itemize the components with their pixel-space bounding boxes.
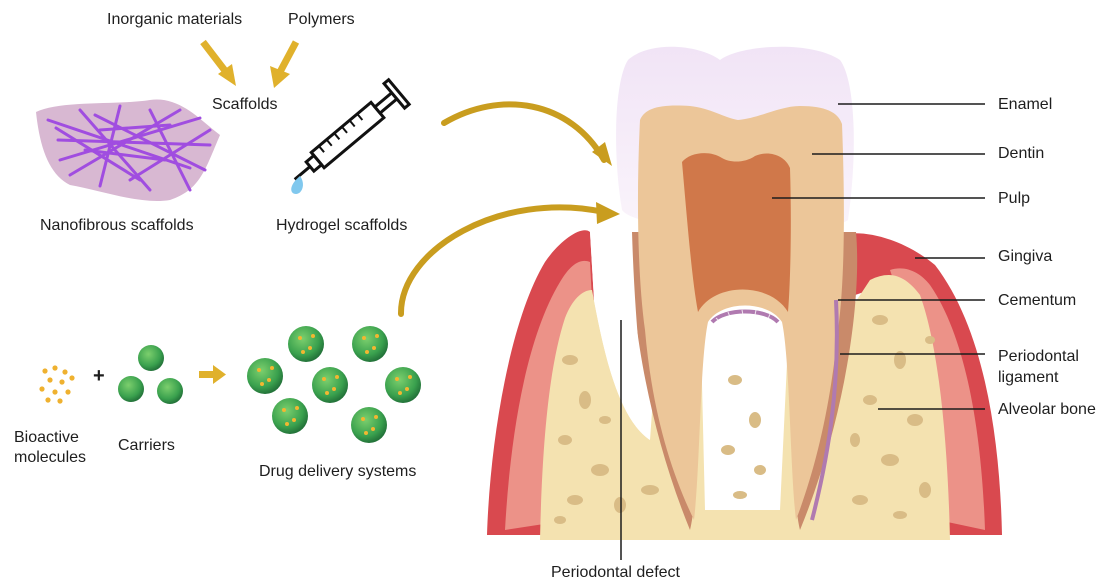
label-ligament-line2: ligament <box>998 368 1058 388</box>
curved-arrow-scaffolds-to-tooth <box>444 104 604 160</box>
label-periodontal-line1: Periodontal <box>998 347 1079 367</box>
label-nanofibrous-scaffolds: Nanofibrous scaffolds <box>40 216 194 236</box>
label-dentin: Dentin <box>998 144 1044 164</box>
label-pulp: Pulp <box>998 189 1030 209</box>
drug-delivery-systems-icon <box>247 326 421 443</box>
periodontal-ligament-shape <box>712 312 778 323</box>
bioactive-molecules-icon <box>39 365 74 403</box>
label-cementum: Cementum <box>998 291 1076 311</box>
label-enamel: Enamel <box>998 95 1052 115</box>
arrow-inorganic-to-scaffolds <box>203 42 236 86</box>
label-alveolar-bone: Alveolar bone <box>998 400 1096 420</box>
label-inorganic-materials: Inorganic materials <box>107 10 242 30</box>
arrow-polymers-to-scaffolds <box>270 42 296 88</box>
label-gingiva: Gingiva <box>998 247 1052 267</box>
syringe-icon <box>284 80 409 192</box>
label-bioactive-line2: molecules <box>14 448 86 468</box>
label-periodontal-defect: Periodontal defect <box>551 563 680 583</box>
label-drug-delivery-systems: Drug delivery systems <box>259 462 416 482</box>
hydrogel-droplet-icon <box>291 176 303 194</box>
label-bioactive-line1: Bioactive <box>14 428 79 448</box>
nanofibrous-scaffold-image <box>36 100 220 201</box>
pulp-shape <box>682 153 791 312</box>
plus-sign: + <box>93 366 105 386</box>
curved-arrow-head-2 <box>596 202 620 224</box>
label-carriers: Carriers <box>118 436 175 456</box>
carriers-icon <box>118 345 183 404</box>
label-scaffolds: Scaffolds <box>212 95 278 115</box>
label-polymers: Polymers <box>288 10 355 30</box>
label-hydrogel-scaffolds: Hydrogel scaffolds <box>276 216 407 236</box>
arrow-carriers-to-dds <box>199 365 226 384</box>
